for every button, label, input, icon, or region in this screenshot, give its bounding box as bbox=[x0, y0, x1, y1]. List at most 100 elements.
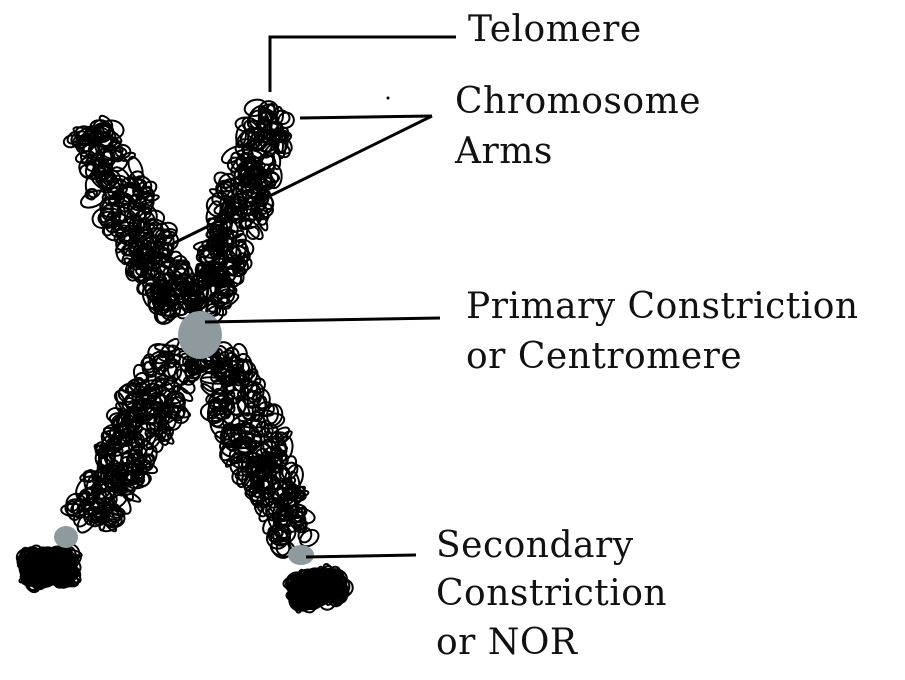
scribble-loop bbox=[79, 490, 96, 507]
telomere-leader bbox=[268, 35, 456, 92]
scribble-loop bbox=[235, 239, 247, 261]
scribble-loop bbox=[145, 433, 162, 451]
scribble-loop bbox=[85, 472, 100, 500]
scribble-loop bbox=[111, 166, 132, 188]
scribble-loop bbox=[173, 363, 192, 386]
scribble-loop bbox=[242, 401, 257, 421]
scribble-loop bbox=[262, 485, 281, 509]
scribble-loop bbox=[144, 241, 160, 259]
scribble-loop bbox=[144, 209, 166, 227]
scribble-loop bbox=[147, 218, 171, 241]
scribble-loop bbox=[162, 379, 182, 394]
scribble-loop bbox=[245, 451, 259, 460]
scribble-loop bbox=[205, 392, 232, 409]
scribble-loop bbox=[102, 221, 125, 242]
scribble-loop bbox=[269, 538, 291, 557]
scribble-loop bbox=[232, 342, 248, 363]
scribble-loop bbox=[92, 158, 113, 177]
scribble-loop bbox=[129, 229, 151, 241]
scribble-loop bbox=[145, 427, 157, 446]
scribble-loop bbox=[221, 427, 245, 449]
scribble-loop bbox=[229, 181, 244, 196]
scribble-loop bbox=[239, 422, 263, 448]
scribble-loop bbox=[238, 219, 252, 231]
scribble-loop bbox=[88, 512, 106, 528]
scribble-loop bbox=[119, 151, 137, 162]
scribble-loop bbox=[240, 421, 252, 434]
scribble-loop bbox=[216, 288, 235, 305]
scribble-loop bbox=[155, 300, 172, 324]
scribble-loop bbox=[130, 468, 151, 487]
scribble-loop bbox=[205, 234, 225, 256]
scribble-loop bbox=[103, 446, 123, 468]
arm-upper-right bbox=[181, 98, 295, 324]
scribble-loop bbox=[262, 403, 284, 427]
scribble-loop bbox=[96, 454, 115, 474]
scribble-loop bbox=[297, 526, 313, 544]
scribble-loop bbox=[110, 413, 130, 432]
scribble-loop bbox=[211, 292, 229, 307]
scribble-loop bbox=[256, 492, 276, 508]
scribble-loop bbox=[151, 353, 169, 375]
chromosome-body bbox=[15, 98, 354, 614]
scribble-loop bbox=[59, 563, 82, 584]
scribble-loop bbox=[329, 577, 342, 599]
leader-lines bbox=[169, 35, 456, 559]
label-primary-constriction-2: or Centromere bbox=[466, 336, 743, 377]
scribble-loop bbox=[257, 119, 275, 145]
arm-upper-left bbox=[62, 114, 205, 325]
scribble-loop bbox=[261, 140, 279, 153]
scribble-loop bbox=[102, 145, 128, 160]
scribble-loop bbox=[97, 502, 123, 516]
scribble-loop bbox=[94, 444, 107, 457]
scribble-loop bbox=[282, 485, 306, 507]
scribble-loop bbox=[134, 402, 149, 423]
scribble-loop bbox=[263, 430, 273, 443]
scribble-loop bbox=[267, 522, 283, 537]
scribble-loop bbox=[268, 479, 280, 491]
scribble-loop bbox=[114, 188, 126, 205]
label-secondary-constriction-2: Constriction bbox=[436, 573, 668, 614]
scribble-loop bbox=[250, 207, 270, 221]
scribble-loop bbox=[141, 361, 159, 378]
scribble-loop bbox=[92, 483, 108, 502]
scribble-loop bbox=[255, 208, 269, 232]
secondary-constriction-right bbox=[288, 545, 314, 565]
scribble-loop bbox=[207, 239, 219, 253]
scribble-loop bbox=[251, 488, 265, 498]
scribble-loop bbox=[128, 205, 152, 221]
scribble-loop bbox=[197, 280, 223, 300]
scribble-loop bbox=[103, 168, 121, 184]
scribble-loop bbox=[47, 561, 66, 582]
scribble-loop bbox=[230, 245, 251, 264]
scribble-loop bbox=[92, 122, 112, 141]
scribble-loop bbox=[112, 490, 132, 515]
scribble-loop bbox=[258, 174, 273, 190]
scribble-loop bbox=[115, 391, 129, 415]
scribble-loop bbox=[234, 143, 254, 160]
scribble-loop bbox=[224, 346, 240, 363]
scribble-loop bbox=[158, 294, 180, 317]
centromere-leader bbox=[204, 316, 441, 324]
scribble-loop bbox=[239, 210, 259, 229]
scribble-loop bbox=[83, 128, 105, 148]
scribble-loop bbox=[74, 150, 96, 164]
scribble-loop bbox=[222, 380, 235, 396]
scribble-loop bbox=[133, 376, 145, 388]
scribble-loop bbox=[100, 196, 119, 221]
scribble-loop bbox=[218, 360, 233, 379]
scribble-loop bbox=[213, 171, 233, 189]
arms-leader-left bbox=[169, 114, 433, 247]
scribble-loop bbox=[274, 524, 292, 539]
label-telomere: Telomere bbox=[468, 9, 642, 50]
scribble-loop bbox=[105, 407, 123, 422]
speck bbox=[386, 96, 390, 100]
scribble-loop bbox=[306, 582, 319, 603]
nor-leader bbox=[305, 553, 417, 559]
scribble-loop bbox=[237, 412, 255, 423]
scribble-loop bbox=[128, 170, 145, 187]
scribble-loop bbox=[234, 116, 259, 133]
scribble-loop bbox=[262, 441, 274, 462]
scribble-loop bbox=[139, 422, 165, 436]
centromere bbox=[178, 311, 222, 359]
